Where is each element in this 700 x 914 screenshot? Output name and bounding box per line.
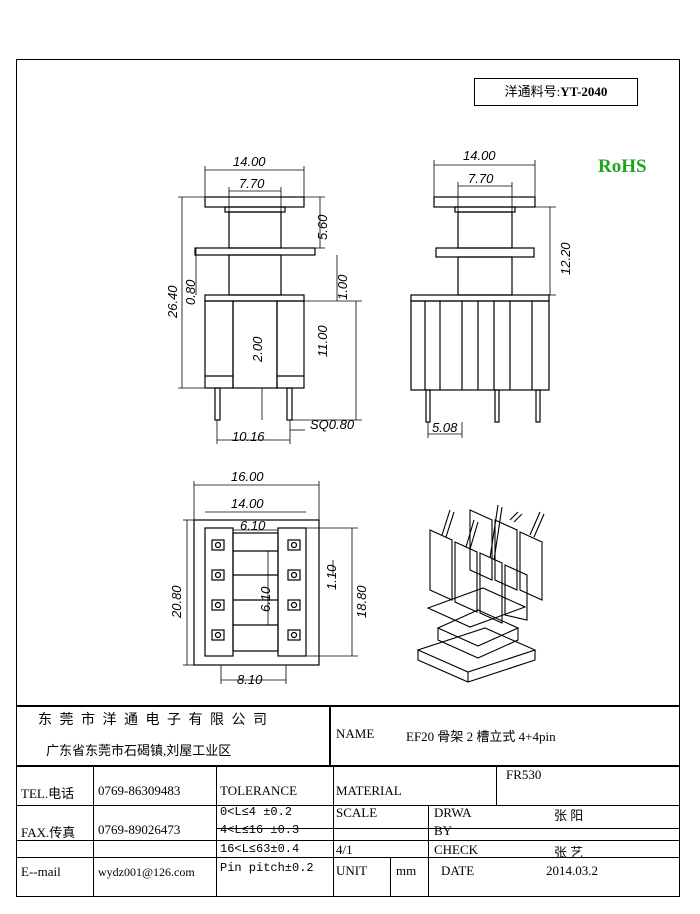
company-address: 广东省东莞市石碣镇,刘屋工业区: [46, 743, 232, 758]
dim-front-pin-len: 11.00: [315, 325, 330, 357]
dim-front-upper-h: 5.60: [315, 214, 330, 240]
drawing-frame: [16, 59, 680, 897]
material-value: FR530: [506, 767, 542, 782]
dim-bottom-slot-w: 6.10: [240, 518, 266, 533]
dim-front-total-h: 26.40: [165, 285, 180, 319]
bottom-dimensions: [183, 481, 358, 684]
dim-side-top-w: 14.00: [463, 148, 496, 163]
dim-front-pitch: 10.16: [232, 429, 265, 444]
unit-value: mm: [396, 863, 417, 878]
side-dimensions: [427, 160, 556, 438]
scale-label: SCALE: [336, 805, 378, 820]
part-number: YT-2040: [560, 84, 608, 99]
dim-side-inner-w: 7.70: [468, 171, 494, 186]
isometric-view: [416, 504, 545, 683]
tolerance-label: TOLERANCE: [220, 783, 298, 798]
tolerance-1: 0<L≤4 ±0.2: [220, 805, 293, 819]
dim-bottom-slot-h: 6.10: [258, 586, 273, 612]
email-label: E--mail: [21, 864, 61, 879]
check-value: 张 艺: [554, 845, 584, 860]
drawn-label-2: BY: [434, 823, 453, 838]
date-label: DATE: [441, 863, 475, 878]
tolerance-2: 4<L≤16 ±0.3: [220, 823, 300, 837]
fax-label: FAX.传真: [21, 825, 76, 840]
dim-side-pin-pitch: 5.08: [432, 420, 458, 435]
dim-bottom-outer-w: 16.00: [231, 469, 264, 484]
tel-value: 0769-86309483: [98, 783, 181, 798]
dim-bottom-step: 1.10: [324, 564, 339, 590]
dim-front-gap: 1.00: [335, 274, 350, 300]
dim-front-pin-sq: SQ0.80: [310, 417, 355, 432]
material-label: MATERIAL: [336, 783, 402, 798]
technical-drawing: 14.00 7.70 5.60 26.40 0.80 1.00 11.00 2.…: [165, 148, 573, 687]
dim-bottom-mid-w: 14.00: [231, 496, 264, 511]
unit-label: UNIT: [336, 863, 368, 878]
part-number-label: 洋通料号:: [504, 84, 561, 99]
front-view: [194, 196, 316, 421]
check-label: CHECK: [434, 842, 479, 857]
rohs-mark: RoHS: [598, 156, 647, 177]
dim-side-height: 12.20: [558, 242, 573, 275]
tolerance-4: Pin pitch±0.2: [220, 861, 314, 875]
fax-value: 0769-89026473: [98, 822, 181, 837]
scale-value: 4/1: [336, 842, 353, 857]
dim-bottom-total-h: 20.80: [169, 585, 184, 619]
name-value: EF20 骨架 2 槽立式 4+4pin: [406, 729, 556, 744]
email-value: wydz001@126.com: [98, 865, 195, 879]
tolerance-3: 16<L≤63±0.4: [220, 842, 300, 856]
dim-bottom-base-w: 8.10: [237, 672, 263, 687]
dim-front-inner-w: 7.70: [239, 176, 265, 191]
date-value: 2014.03.2: [546, 863, 598, 878]
title-block: 东 莞 市 洋 通 电 子 有 限 公 司 广东省东莞市石碣镇,刘屋工业区 NA…: [16, 705, 680, 897]
bottom-view: [193, 519, 320, 666]
name-label: NAME: [336, 726, 375, 741]
drawn-label-1: DRWA: [434, 805, 472, 820]
company-name: 东 莞 市 洋 通 电 子 有 限 公 司: [38, 713, 269, 728]
drawn-value: 张 阳: [554, 808, 584, 823]
front-dimensions: [178, 166, 362, 444]
side-view: [410, 196, 550, 423]
dim-front-pin-h: 2.00: [250, 336, 265, 363]
dim-front-top-w: 14.00: [233, 154, 266, 169]
part-number-box: 洋通料号:YT-2040: [474, 78, 638, 106]
tel-label: TEL.电话: [21, 786, 75, 801]
dim-bottom-inner-h: 18.80: [354, 585, 369, 618]
dim-front-flange: 0.80: [183, 279, 198, 305]
